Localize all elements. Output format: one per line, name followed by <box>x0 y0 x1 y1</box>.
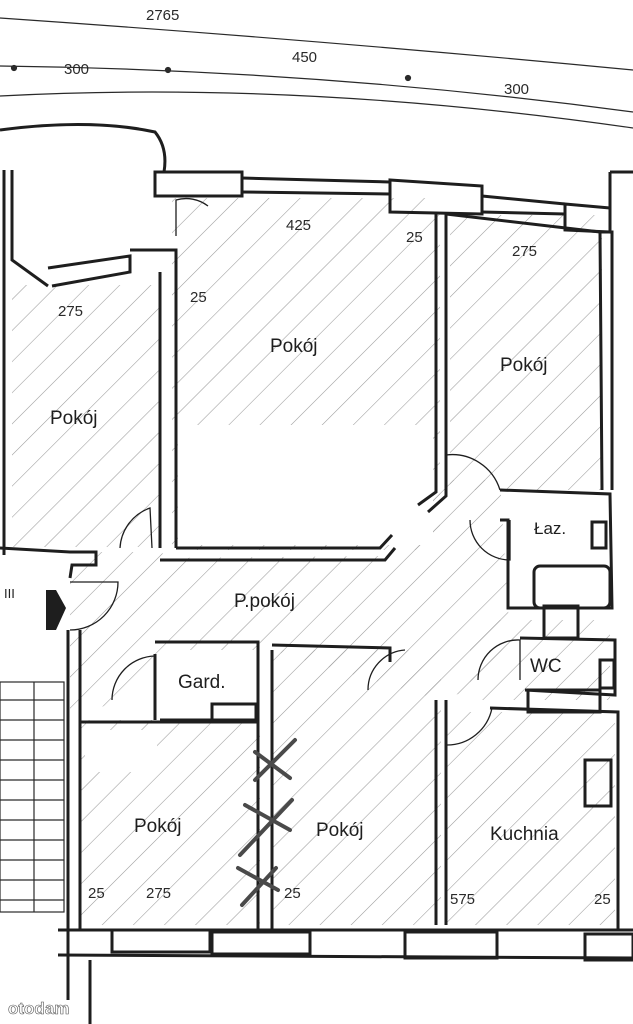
dim-kitchen-width: 575 <box>450 891 475 908</box>
room-area-right <box>450 215 602 490</box>
cover-patch-bottom-left <box>85 730 157 772</box>
dim-bottom-mid-wall: 25 <box>284 885 301 902</box>
room-label-hall: P.pokój <box>234 591 295 612</box>
dim-bottom-left-width: 275 <box>146 885 171 902</box>
room-label-wc: WC <box>530 656 562 677</box>
dim-left-width: 275 <box>58 303 83 320</box>
wc-area <box>470 620 610 700</box>
dim-wall-top: 25 <box>406 229 423 246</box>
dim-seg-mid: 450 <box>292 49 317 66</box>
door-swings <box>69 197 521 746</box>
dim-seg-left: 300 <box>64 61 89 78</box>
dim-kitchen-wall: 25 <box>594 891 611 908</box>
room-label-left: Pokój <box>50 408 98 429</box>
room-label-right: Pokój <box>500 355 548 376</box>
dim-bottom-wall-left: 25 <box>88 885 105 902</box>
floor-areas <box>12 198 615 925</box>
dim-top-total: 2765 <box>146 7 179 24</box>
room-area-bottom-mid <box>273 650 441 925</box>
dim-seg-right: 300 <box>504 81 529 98</box>
cover-patch-center <box>178 425 433 545</box>
stair-mark: III <box>4 586 15 601</box>
room-label-wardrobe: Gard. <box>178 672 226 693</box>
dimension-lines <box>0 17 633 129</box>
walls <box>0 122 633 1024</box>
kitchen-area <box>445 712 615 925</box>
room-label-bottom-left: Pokój <box>134 816 182 837</box>
room-label-bottom-mid: Pokój <box>316 820 364 841</box>
room-label-bathroom: Łaz. <box>534 519 566 538</box>
entry-arrow-icon <box>46 590 66 630</box>
staircase <box>0 681 65 913</box>
dim-left-wall: 25 <box>190 289 207 306</box>
watermark: otodam <box>8 999 69 1018</box>
cross-mark-icon <box>236 738 297 907</box>
room-label-center: Pokój <box>270 336 318 357</box>
dim-room2-width: 275 <box>512 243 537 260</box>
room-label-kitchen: Kuchnia <box>490 824 559 845</box>
room-area-left <box>12 285 160 547</box>
dim-room1-width: 425 <box>286 217 311 234</box>
